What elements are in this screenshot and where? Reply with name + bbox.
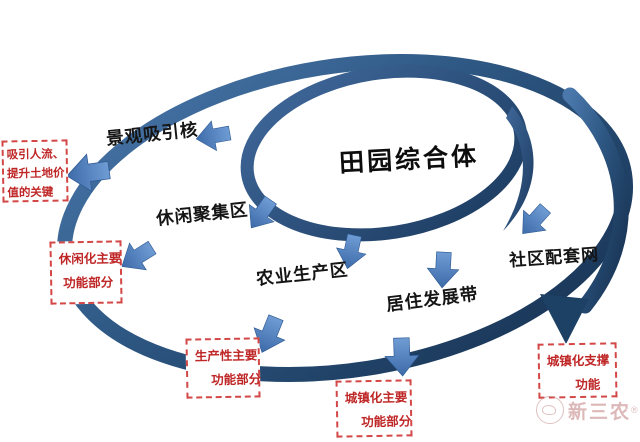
brand-watermark: 新三农 ®: [536, 396, 638, 424]
registered-mark: ®: [631, 405, 638, 415]
callout-line: 功能部分: [63, 275, 114, 291]
arrow-landscape-core-icon: [193, 117, 233, 155]
callout-line: 吸引人流、: [6, 148, 65, 162]
callout-line: 功能: [575, 377, 601, 393]
callout-line: 城镇化支撑: [546, 353, 610, 369]
callout-production-function: 生产性主要 功能部分: [185, 337, 262, 399]
callout-urbanization-main: 城镇化主要 功能部分: [335, 379, 413, 438]
outer-ring-tail: [562, 87, 629, 314]
callout-line: 值的关键: [7, 186, 54, 200]
callout-leisure-function: 休闲化主要 功能部分: [49, 240, 123, 305]
ring-arrowhead-icon: [540, 294, 589, 344]
callout-line: 生产性主要: [194, 348, 258, 364]
brand-name: 新三农: [568, 401, 632, 423]
callout-line: 功能部分: [361, 414, 412, 430]
callout-urbanization-support: 城镇化支撑 功能: [537, 342, 618, 399]
diagram-title: 田园综合体: [338, 142, 480, 178]
inner-ring-curl: [503, 106, 534, 231]
callout-line: 城镇化主要: [344, 390, 408, 406]
brand-logo-icon: [536, 396, 564, 424]
callout-line: 提升土地价: [6, 167, 65, 181]
callout-line: 功能部分: [211, 372, 262, 388]
callout-attract-key: 吸引人流、 提升土地价 值的关键: [1, 139, 69, 203]
callout-line: 休闲化主要: [58, 251, 122, 267]
